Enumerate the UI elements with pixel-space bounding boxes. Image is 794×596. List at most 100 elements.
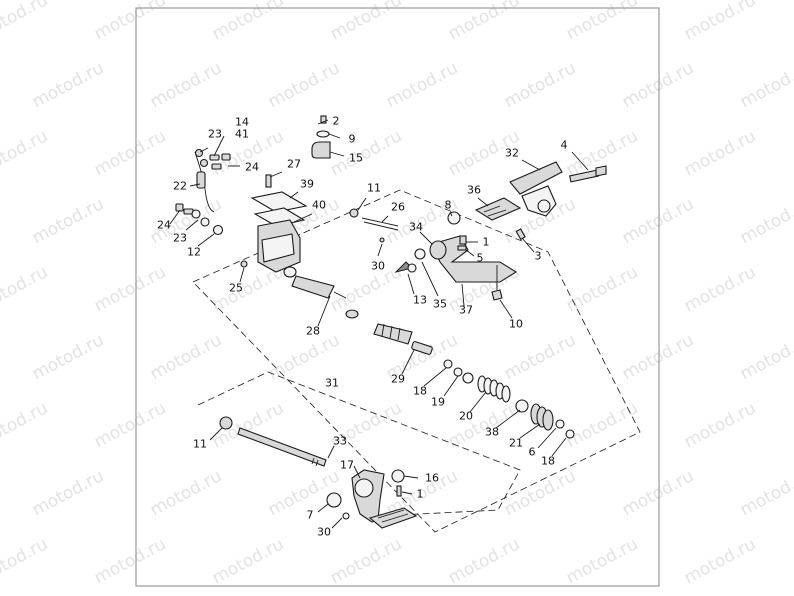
callout-18: 18: [541, 455, 555, 468]
callout-20: 20: [459, 410, 473, 423]
callout-36: 36: [467, 184, 481, 197]
watermark-text: motod.ru: [209, 0, 287, 44]
diagram-frame: [135, 7, 660, 587]
brake-line-fittings: [175, 148, 231, 236]
callout-9: 9: [349, 133, 356, 146]
watermark-text: motod.ru: [563, 262, 641, 316]
callout-11: 11: [367, 182, 381, 195]
callout-26: 26: [391, 201, 405, 214]
watermark-text: motod.ru: [681, 126, 759, 180]
callout-16: 16: [425, 472, 439, 485]
watermark-text: motod.ru: [501, 466, 579, 520]
callout-30: 30: [371, 260, 385, 273]
watermark-text: motod.ru: [681, 0, 759, 44]
watermark-text: motod.ru: [327, 262, 405, 316]
callout-41: 41: [235, 128, 249, 141]
watermark-text: motod.ru: [29, 58, 107, 112]
lower-brake-pedal: [326, 469, 418, 529]
watermark-text: motod.ru: [563, 0, 641, 44]
watermark-text: motod.ru: [563, 398, 641, 452]
watermark-text: motod.ru: [445, 534, 523, 588]
callout-3: 3: [535, 250, 542, 263]
callout-17: 17: [340, 459, 354, 472]
upper-assembly-outline: [192, 189, 641, 533]
watermark-text: motod.ru: [737, 58, 794, 112]
callout-23: 23: [208, 128, 222, 141]
callout-32: 32: [505, 147, 519, 160]
reservoir-clamp-parts: [311, 115, 331, 159]
watermark-text: motod.ru: [737, 330, 794, 384]
watermark-text: motod.ru: [619, 466, 697, 520]
callout-labels: 2 9 15 14 41 23 24 27 22 39 40 24 23 12 …: [157, 115, 568, 539]
callout-38: 38: [485, 426, 499, 439]
watermark-text: motod.ru: [737, 194, 794, 248]
callout-10: 10: [509, 318, 523, 331]
watermark-text: motod.ru: [147, 330, 225, 384]
callout-24: 24: [157, 219, 171, 232]
callout-30: 30: [317, 526, 331, 539]
pushrod-assembly: [283, 266, 359, 319]
watermark-text: motod.ru: [681, 534, 759, 588]
watermark-text: motod.ru: [0, 534, 51, 588]
callout-4: 4: [561, 139, 568, 152]
watermark-text: motod.ru: [29, 466, 107, 520]
watermark-text: motod.ru: [327, 0, 405, 44]
watermark-text: motod.ru: [0, 126, 51, 180]
callout-22: 22: [173, 180, 187, 193]
watermark-text: motod.ru: [327, 126, 405, 180]
callout-11: 11: [193, 438, 207, 451]
watermark-text: motod.ru: [91, 262, 169, 316]
callout-6: 6: [529, 446, 536, 459]
lower-assembly-outline: [197, 371, 521, 516]
callout-25: 25: [229, 282, 243, 295]
leader-lines: [169, 119, 589, 529]
callout-7: 7: [307, 509, 314, 522]
callout-37: 37: [459, 304, 473, 317]
callout-19: 19: [431, 396, 445, 409]
callout-31: 31: [325, 377, 339, 390]
master-cylinder-reservoir: [240, 174, 308, 273]
watermark-text: motod.ru: [265, 58, 343, 112]
watermark-text: motod.ru: [0, 262, 51, 316]
return-spring: [477, 375, 511, 403]
watermark-text: motod.ru: [501, 330, 579, 384]
callout-35: 35: [433, 298, 447, 311]
watermark-text: motod.ru: [209, 534, 287, 588]
callout-27: 27: [287, 158, 301, 171]
watermark-text: motod.ru: [383, 58, 461, 112]
watermark-text: motod.ru: [737, 466, 794, 520]
watermark-text: motod.ru: [91, 126, 169, 180]
watermark-text: motod.ru: [91, 534, 169, 588]
callout-1: 1: [417, 488, 424, 501]
callout-34: 34: [409, 221, 423, 234]
callout-8: 8: [445, 199, 452, 212]
callout-5: 5: [477, 252, 484, 265]
watermark-text: motod.ru: [619, 58, 697, 112]
watermark-text: motod.ru: [29, 330, 107, 384]
callout-24: 24: [245, 161, 259, 174]
brake-shaft: [219, 416, 327, 467]
callout-29: 29: [391, 373, 405, 386]
watermark-text: motod.ru: [619, 330, 697, 384]
watermark-text: motod.ru: [501, 58, 579, 112]
callout-21: 21: [509, 437, 523, 450]
callout-28: 28: [306, 325, 320, 338]
watermark-text: motod.ru: [29, 194, 107, 248]
piston-boot: [515, 399, 575, 439]
cylinder-piston: [373, 323, 474, 384]
watermark-text: motod.ru: [563, 534, 641, 588]
callout-18: 18: [413, 385, 427, 398]
callout-23: 23: [173, 232, 187, 245]
watermark-text: motod.ru: [0, 398, 51, 452]
brake-pedal: [394, 197, 522, 301]
callout-15: 15: [349, 152, 363, 165]
watermark-text: motod.ru: [619, 194, 697, 248]
watermark-text: motod.ru: [147, 466, 225, 520]
watermark-text: motod.ru: [681, 262, 759, 316]
callout-2: 2: [333, 115, 340, 128]
watermark-text: motod.ru: [147, 58, 225, 112]
watermark-text: motod.ru: [681, 398, 759, 452]
